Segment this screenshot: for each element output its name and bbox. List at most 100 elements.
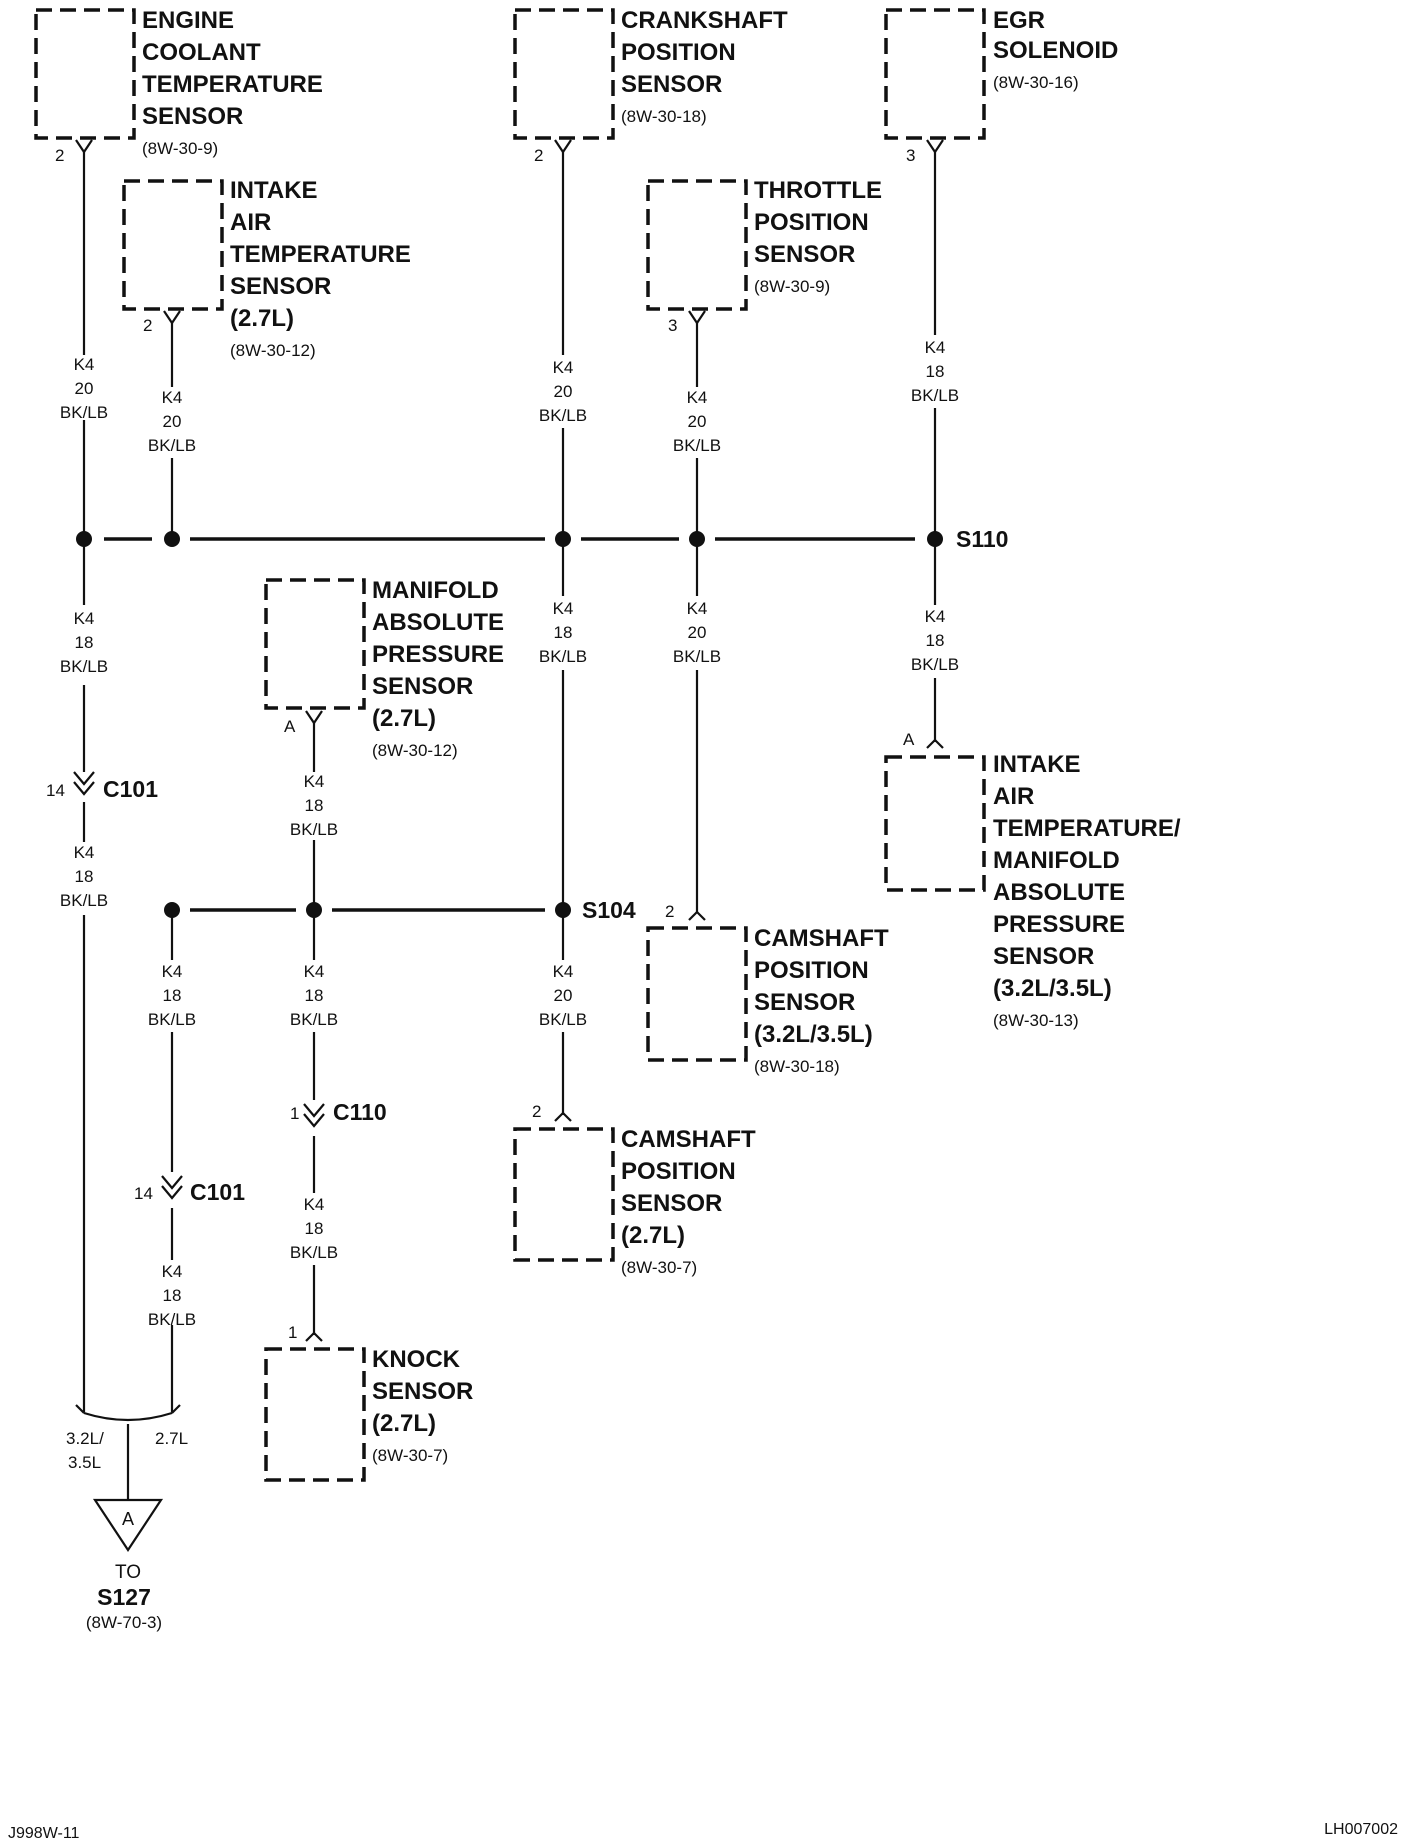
svg-text:POSITION: POSITION [754, 957, 869, 984]
wire-label-w9: K4 18 BK/LB [911, 607, 959, 674]
offpage-triangle [92, 1498, 164, 1552]
splice-dot [555, 531, 571, 547]
cmp27-box [513, 1127, 615, 1262]
svg-text:18: 18 [75, 867, 94, 886]
svg-text:PRESSURE: PRESSURE [372, 641, 504, 668]
ect-box [34, 8, 136, 140]
svg-text:(8W-30-16): (8W-30-16) [993, 73, 1079, 92]
svg-text:K4: K4 [687, 599, 708, 618]
wire-label-w4: K4 20 BK/LB [673, 388, 721, 455]
svg-text:20: 20 [554, 382, 573, 401]
svg-text:K4: K4 [553, 358, 574, 377]
cmp32-label: CAMSHAFT POSITION SENSOR (3.2L/3.5L) (8W… [754, 925, 889, 1076]
tps-pin: 3 [668, 316, 677, 335]
svg-text:ABSOLUTE: ABSOLUTE [993, 879, 1125, 906]
svg-text:AIR: AIR [230, 209, 271, 236]
svg-text:SENSOR: SENSOR [621, 1190, 722, 1217]
svg-text:BK/LB: BK/LB [290, 820, 338, 839]
svg-text:18: 18 [163, 1286, 182, 1305]
svg-text:AIR: AIR [993, 783, 1034, 810]
svg-text:BK/LB: BK/LB [911, 386, 959, 405]
wire-label-w8: K4 20 BK/LB [673, 599, 721, 666]
s104-dot [555, 902, 571, 918]
svg-text:POSITION: POSITION [621, 1158, 736, 1185]
svg-text:MANIFOLD: MANIFOLD [372, 577, 499, 604]
svg-text:(8W-30-12): (8W-30-12) [372, 741, 458, 760]
svg-text:BK/LB: BK/LB [148, 1010, 196, 1029]
merge-left-label-2: 3.5L [68, 1453, 101, 1472]
s110-label: S110 [956, 526, 1008, 552]
svg-text:ENGINE: ENGINE [142, 7, 234, 34]
egr-label: EGR SOLENOID (8W-30-16) [993, 7, 1118, 92]
svg-text:SENSOR: SENSOR [621, 71, 722, 98]
wire-label-w3: K4 20 BK/LB [539, 358, 587, 425]
c101a-label: C101 [103, 776, 158, 802]
svg-text:BK/LB: BK/LB [911, 655, 959, 674]
wire-label-w16: K4 18 BK/LB [148, 1262, 196, 1329]
svg-text:(8W-30-12): (8W-30-12) [230, 341, 316, 360]
splice-dot [306, 902, 322, 918]
svg-text:BK/LB: BK/LB [539, 647, 587, 666]
knock-box [264, 1347, 366, 1482]
svg-text:SENSOR: SENSOR [993, 943, 1094, 970]
svg-text:(8W-30-13): (8W-30-13) [993, 1011, 1079, 1030]
cmp27-label: CAMSHAFT POSITION SENSOR (2.7L) (8W-30-7… [621, 1126, 756, 1277]
wire-label-w13: K4 20 BK/LB [539, 962, 587, 1029]
svg-text:SENSOR: SENSOR [372, 1378, 473, 1405]
svg-text:(3.2L/3.5L): (3.2L/3.5L) [993, 975, 1112, 1002]
svg-text:(8W-30-7): (8W-30-7) [621, 1258, 697, 1277]
svg-text:K4: K4 [304, 1195, 325, 1214]
wire-label-w5: K4 18 BK/LB [911, 338, 959, 405]
s104-label: S104 [582, 897, 636, 923]
merge-left-label-1: 3.2L/ [66, 1429, 104, 1448]
splice-dot [164, 902, 180, 918]
wire-label-w12: K4 18 BK/LB [148, 962, 196, 1029]
svg-text:(2.7L): (2.7L) [372, 1410, 436, 1437]
svg-text:(8W-30-18): (8W-30-18) [621, 107, 707, 126]
svg-text:THROTTLE: THROTTLE [754, 177, 882, 204]
svg-text:K4: K4 [687, 388, 708, 407]
svg-text:18: 18 [926, 631, 945, 650]
svg-text:18: 18 [163, 986, 182, 1005]
splice-dot [689, 531, 705, 547]
svg-text:20: 20 [75, 379, 94, 398]
iat27-box [122, 179, 224, 311]
egr-pin: 3 [906, 146, 915, 165]
svg-text:BK/LB: BK/LB [290, 1010, 338, 1029]
svg-text:K4: K4 [74, 843, 95, 862]
iatmap-box [884, 755, 986, 892]
c101a-pin: 14 [46, 781, 65, 800]
offpage-letter: A [122, 1509, 134, 1529]
svg-text:K4: K4 [925, 338, 946, 357]
svg-text:BK/LB: BK/LB [60, 657, 108, 676]
svg-text:BK/LB: BK/LB [60, 891, 108, 910]
svg-text:(3.2L/3.5L): (3.2L/3.5L) [754, 1021, 873, 1048]
svg-text:EGR: EGR [993, 7, 1045, 34]
svg-text:K4: K4 [162, 962, 183, 981]
svg-text:K4: K4 [553, 599, 574, 618]
ckp-label: CRANKSHAFT POSITION SENSOR (8W-30-18) [621, 7, 788, 126]
tps-box [646, 179, 748, 311]
c101b-label: C101 [190, 1179, 245, 1205]
svg-text:POSITION: POSITION [754, 209, 869, 236]
svg-text:18: 18 [554, 623, 573, 642]
svg-text:SOLENOID: SOLENOID [993, 37, 1118, 64]
svg-text:(2.7L): (2.7L) [230, 305, 294, 332]
c101b-pin: 14 [134, 1184, 153, 1203]
iatmap-label: INTAKE AIR TEMPERATURE/ MANIFOLD ABSOLUT… [993, 751, 1181, 1030]
svg-text:TEMPERATURE: TEMPERATURE [230, 241, 411, 268]
svg-text:INTAKE: INTAKE [230, 177, 318, 204]
svg-text:SENSOR: SENSOR [230, 273, 331, 300]
svg-text:COOLANT: COOLANT [142, 39, 261, 66]
svg-text:POSITION: POSITION [621, 39, 736, 66]
svg-text:BK/LB: BK/LB [539, 1010, 587, 1029]
ect-label: ENGINE COOLANT TEMPERATURE SENSOR (8W-30… [142, 7, 323, 158]
svg-text:(8W-30-7): (8W-30-7) [372, 1446, 448, 1465]
footer-right: LH007002 [1324, 1821, 1398, 1838]
splice-dot [164, 531, 180, 547]
svg-text:20: 20 [688, 623, 707, 642]
terminal-symbols [73, 139, 944, 1500]
tps-label: THROTTLE POSITION SENSOR (8W-30-9) [754, 177, 882, 296]
svg-text:K4: K4 [304, 962, 325, 981]
svg-text:18: 18 [75, 633, 94, 652]
